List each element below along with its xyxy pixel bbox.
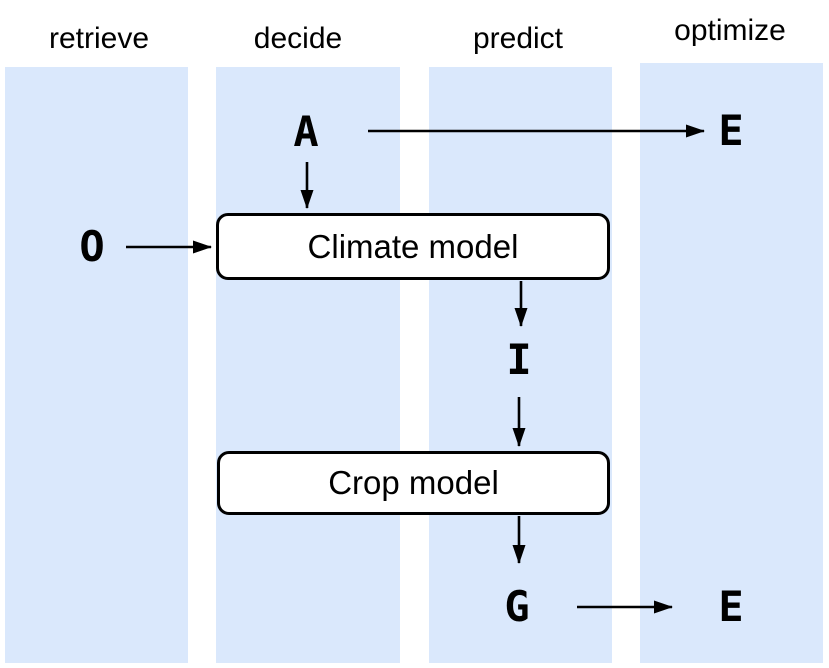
lane-decide — [216, 67, 400, 663]
climate-model-box: Climate model — [216, 213, 610, 280]
lane-header-optimize: optimize — [674, 14, 786, 47]
lane-optimize — [640, 63, 823, 663]
node-a: A — [293, 107, 319, 156]
node-i: I — [506, 335, 532, 384]
crop-model-box: Crop model — [217, 451, 610, 515]
lane-retrieve — [5, 67, 188, 663]
node-o: O — [79, 222, 105, 271]
node-e-bottom: E — [718, 582, 744, 631]
node-e-top: E — [718, 106, 744, 155]
climate-model-label: Climate model — [307, 227, 519, 265]
lane-header-predict: predict — [472, 22, 564, 55]
lane-header-retrieve: retrieve — [48, 22, 150, 55]
crop-model-label: Crop model — [328, 464, 499, 501]
lane-header-decide: decide — [253, 22, 343, 55]
node-g: G — [504, 582, 530, 631]
